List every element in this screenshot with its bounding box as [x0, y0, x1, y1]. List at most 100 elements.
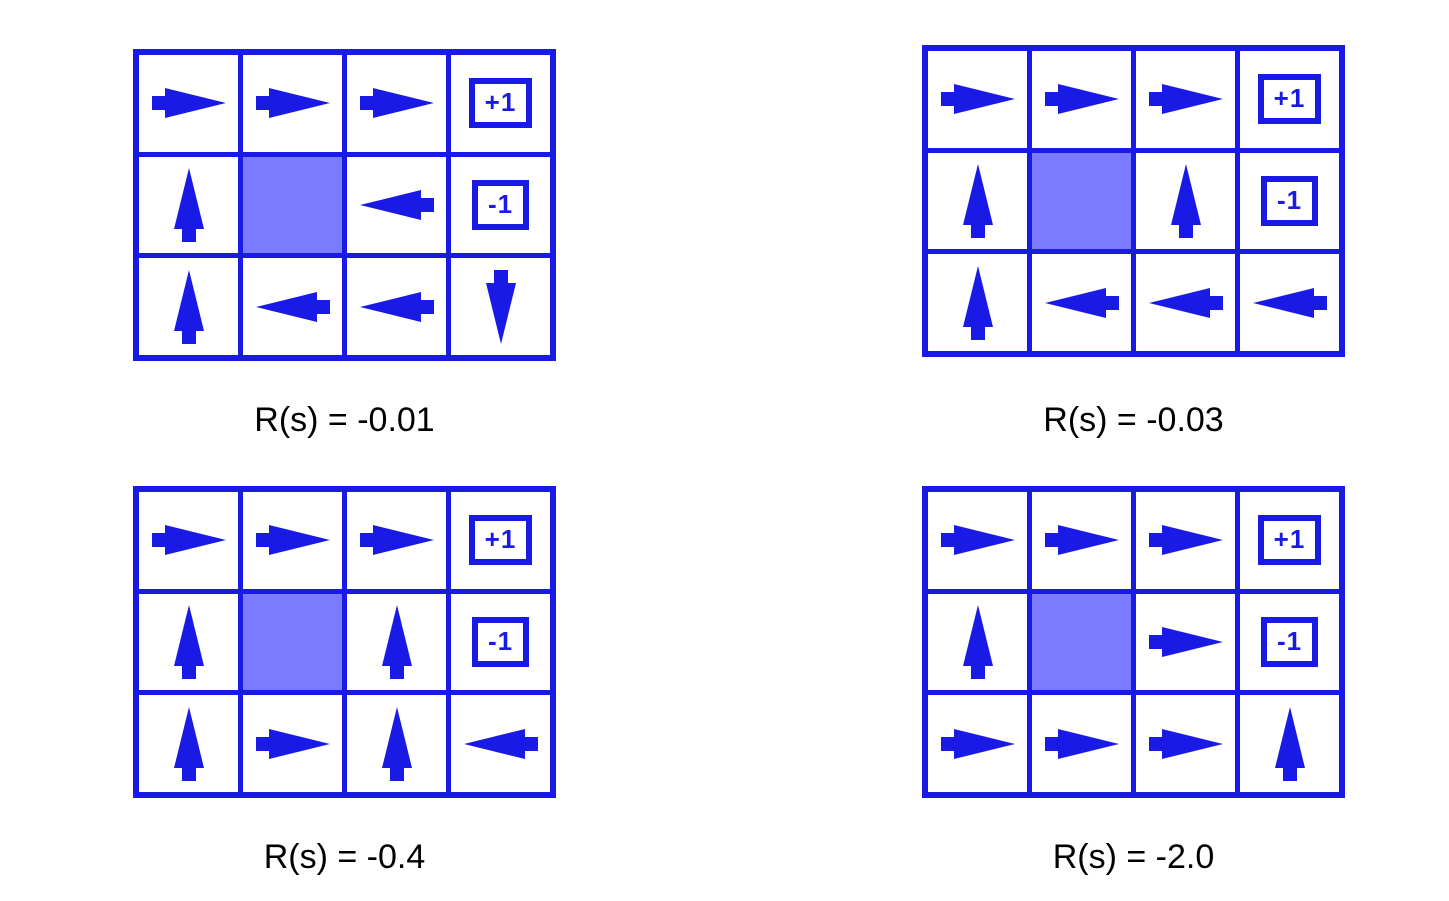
reward-badge-minus-one: -1: [471, 616, 530, 667]
policy-cell-right-arrow: [243, 695, 342, 792]
wall-cell: [243, 156, 342, 254]
policy-cell-up-arrow: [928, 254, 1027, 351]
arrow-left-icon: [1148, 283, 1223, 323]
arrow-up-icon: [1166, 163, 1206, 238]
arrow-right-icon: [255, 520, 330, 560]
policy-cell-right-arrow: [347, 55, 446, 152]
reward-badge-plus-one: +1: [468, 515, 533, 566]
policy-cell-left-arrow: [1240, 254, 1339, 351]
policy-cell-right-arrow: [347, 492, 446, 589]
policy-cell-right-arrow: [139, 55, 238, 152]
arrow-down-icon: [481, 269, 521, 344]
arrow-up-icon: [169, 167, 209, 242]
wall-cell: [243, 593, 342, 691]
policy-cell-down-arrow: [451, 258, 550, 355]
policy-cell-up-arrow: [1240, 695, 1339, 792]
panel-caption: R(s) = -0.03: [1043, 401, 1224, 439]
policy-cell-right-arrow: [1136, 492, 1235, 589]
arrow-up-icon: [958, 265, 998, 340]
arrow-up-icon: [169, 604, 209, 679]
arrow-up-icon: [1270, 706, 1310, 781]
policy-cell-up-arrow: [139, 593, 238, 691]
policy-cell-left-arrow: [451, 695, 550, 792]
gridworld-3: +1 -1: [133, 486, 556, 798]
arrow-right-icon: [1148, 724, 1223, 764]
policy-cell-right-arrow: [928, 492, 1027, 589]
arrow-right-icon: [940, 79, 1015, 119]
arrow-right-icon: [359, 83, 434, 123]
gridworld-2: +1 -1: [922, 45, 1345, 357]
arrow-left-icon: [1252, 283, 1327, 323]
terminal-negative-cell: -1: [451, 593, 550, 691]
wall-cell: [1032, 593, 1131, 691]
wall-cell: [1032, 152, 1131, 250]
arrow-right-icon: [940, 724, 1015, 764]
arrow-right-icon: [1148, 79, 1223, 119]
policy-cell-right-arrow: [139, 492, 238, 589]
arrow-right-icon: [940, 520, 1015, 560]
policy-cell-up-arrow: [347, 593, 446, 691]
arrow-left-icon: [255, 287, 330, 327]
arrow-right-icon: [255, 724, 330, 764]
policy-cell-right-arrow: [1136, 695, 1235, 792]
reward-badge-minus-one: -1: [471, 179, 530, 230]
reward-badge-plus-one: +1: [1257, 74, 1322, 125]
arrow-up-icon: [377, 706, 417, 781]
arrow-right-icon: [1044, 724, 1119, 764]
policy-cell-right-arrow: [1032, 51, 1131, 148]
policy-cell-up-arrow: [928, 593, 1027, 691]
arrow-up-icon: [958, 163, 998, 238]
arrow-up-icon: [169, 269, 209, 344]
policy-cell-right-arrow: [928, 695, 1027, 792]
reward-badge-minus-one: -1: [1260, 616, 1319, 667]
policy-cell-right-arrow: [1136, 593, 1235, 691]
arrow-left-icon: [1044, 283, 1119, 323]
arrow-right-icon: [1044, 79, 1119, 119]
arrow-right-icon: [359, 520, 434, 560]
gridworld-4: +1 -1: [922, 486, 1345, 798]
terminal-positive-cell: +1: [451, 55, 550, 152]
arrow-right-icon: [1148, 520, 1223, 560]
policy-cell-left-arrow: [347, 156, 446, 254]
arrow-right-icon: [1044, 520, 1119, 560]
arrow-left-icon: [359, 287, 434, 327]
policy-cell-up-arrow: [139, 156, 238, 254]
arrow-right-icon: [151, 520, 226, 560]
arrow-up-icon: [958, 604, 998, 679]
policy-cell-right-arrow: [928, 51, 1027, 148]
arrow-right-icon: [1148, 622, 1223, 662]
reward-badge-plus-one: +1: [468, 78, 533, 129]
policy-cell-up-arrow: [139, 695, 238, 792]
policy-cell-up-arrow: [928, 152, 1027, 250]
terminal-positive-cell: +1: [451, 492, 550, 589]
reward-badge-minus-one: -1: [1260, 175, 1319, 226]
panel-caption: R(s) = -0.4: [263, 838, 426, 876]
policy-cell-right-arrow: [1032, 492, 1131, 589]
panel-caption: R(s) = -0.01: [254, 401, 435, 439]
policy-cell-up-arrow: [347, 695, 446, 792]
arrow-up-icon: [377, 604, 417, 679]
terminal-positive-cell: +1: [1240, 51, 1339, 148]
terminal-negative-cell: -1: [1240, 152, 1339, 250]
policy-cell-right-arrow: [1032, 695, 1131, 792]
policy-cell-up-arrow: [1136, 152, 1235, 250]
policy-cell-right-arrow: [243, 55, 342, 152]
policy-cell-right-arrow: [1136, 51, 1235, 148]
terminal-negative-cell: -1: [451, 156, 550, 254]
arrow-right-icon: [255, 83, 330, 123]
arrow-up-icon: [169, 706, 209, 781]
policy-cell-left-arrow: [243, 258, 342, 355]
policy-cell-up-arrow: [139, 258, 238, 355]
policy-cell-right-arrow: [243, 492, 342, 589]
arrow-right-icon: [151, 83, 226, 123]
terminal-positive-cell: +1: [1240, 492, 1339, 589]
panel-caption: R(s) = -2.0: [1052, 838, 1215, 876]
policy-cell-left-arrow: [1032, 254, 1131, 351]
terminal-negative-cell: -1: [1240, 593, 1339, 691]
policy-cell-left-arrow: [347, 258, 446, 355]
